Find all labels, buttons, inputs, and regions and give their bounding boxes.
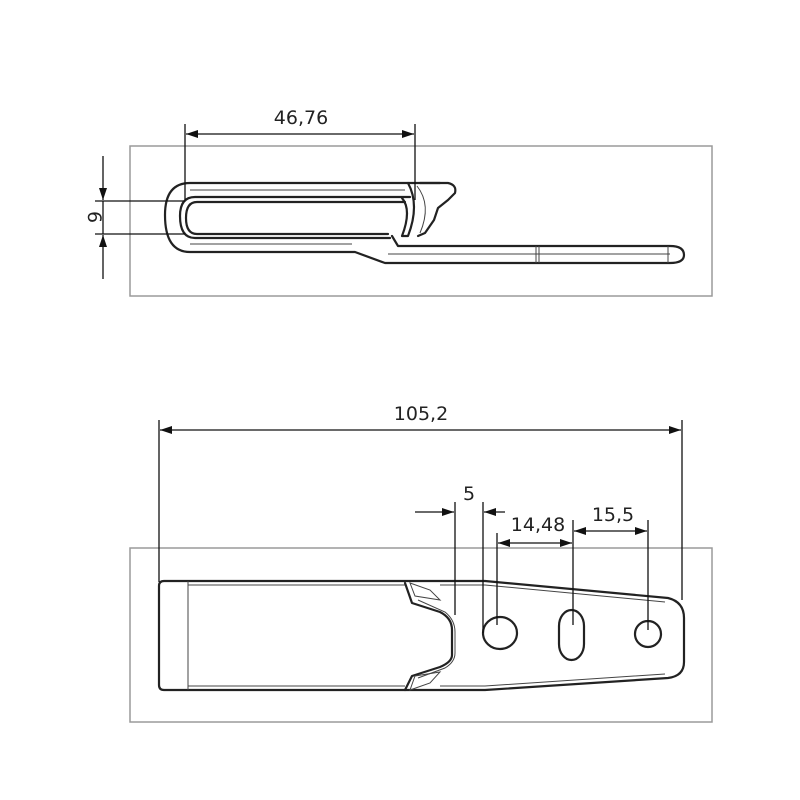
slot-hole: [557, 608, 586, 662]
round-hole: [481, 615, 519, 651]
side-view-frame: [129, 145, 713, 297]
side-view: 46,76 6: [83, 107, 713, 297]
dimension-length-label: 46,76: [274, 107, 328, 129]
dimension-thickness: 6: [83, 156, 185, 279]
dimension-overall-length-label: 105,2: [394, 403, 448, 425]
side-view-part-outline: [163, 181, 686, 265]
dimension-overall-length: 105,2: [158, 403, 683, 600]
dimension-thickness-label: 6: [83, 211, 105, 223]
dimension-hole-spacing-2: 15,5: [574, 504, 649, 630]
dimension-hole-spacing-1-label: 14,48: [511, 514, 565, 536]
top-view: 105,2 5 14,48 15,5: [129, 403, 713, 723]
top-view-frame: [129, 547, 713, 723]
dimension-hole-spacing-1: 14,48: [496, 514, 574, 625]
dimension-offset-label: 5: [463, 483, 475, 505]
top-view-part-outline: [157, 579, 686, 692]
dimension-length: 46,76: [184, 107, 416, 200]
dimension-hole-spacing-2-label: 15,5: [592, 504, 634, 526]
dimension-offset: 5: [415, 483, 505, 633]
